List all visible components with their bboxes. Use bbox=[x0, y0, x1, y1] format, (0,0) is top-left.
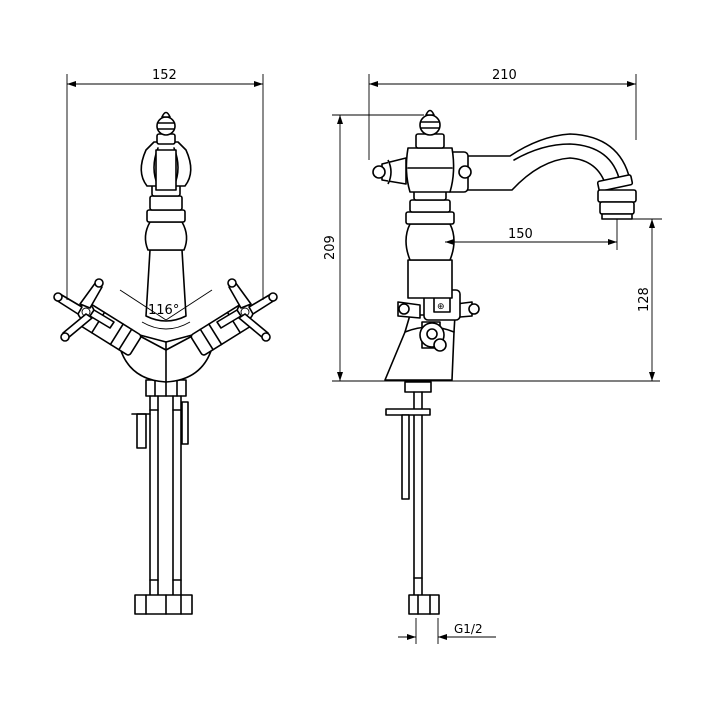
dim-side-width-label: 210 bbox=[492, 68, 517, 83]
side-supply-pipe bbox=[385, 381, 440, 615]
front-right-cross bbox=[216, 278, 278, 342]
dim-spout-reach bbox=[445, 219, 618, 250]
dim-thread-label: G1/2 bbox=[454, 622, 483, 636]
side-view: ⊕ bbox=[323, 68, 662, 644]
front-column bbox=[140, 111, 192, 322]
dim-height-label: 209 bbox=[323, 235, 338, 260]
front-view: 116° 152 bbox=[53, 68, 278, 615]
side-spout bbox=[459, 133, 637, 220]
dim-front-width bbox=[66, 74, 264, 300]
dim-thread bbox=[398, 618, 496, 644]
side-column bbox=[405, 187, 455, 299]
front-body bbox=[119, 333, 213, 383]
front-supply-pipes bbox=[131, 379, 193, 615]
front-angle-marks bbox=[119, 289, 213, 330]
dim-spout-height-label: 128 bbox=[637, 287, 652, 312]
angle-label: 116° bbox=[148, 303, 179, 318]
dim-side-width bbox=[368, 74, 637, 160]
handle-mark-icon: ⊕ bbox=[437, 302, 445, 312]
front-left-cross bbox=[53, 278, 115, 342]
dim-front-width-label: 152 bbox=[152, 68, 177, 83]
dim-height bbox=[332, 114, 660, 382]
dim-spout-reach-label: 150 bbox=[508, 227, 533, 242]
side-head bbox=[372, 109, 472, 193]
dim-spout-height bbox=[620, 218, 662, 381]
